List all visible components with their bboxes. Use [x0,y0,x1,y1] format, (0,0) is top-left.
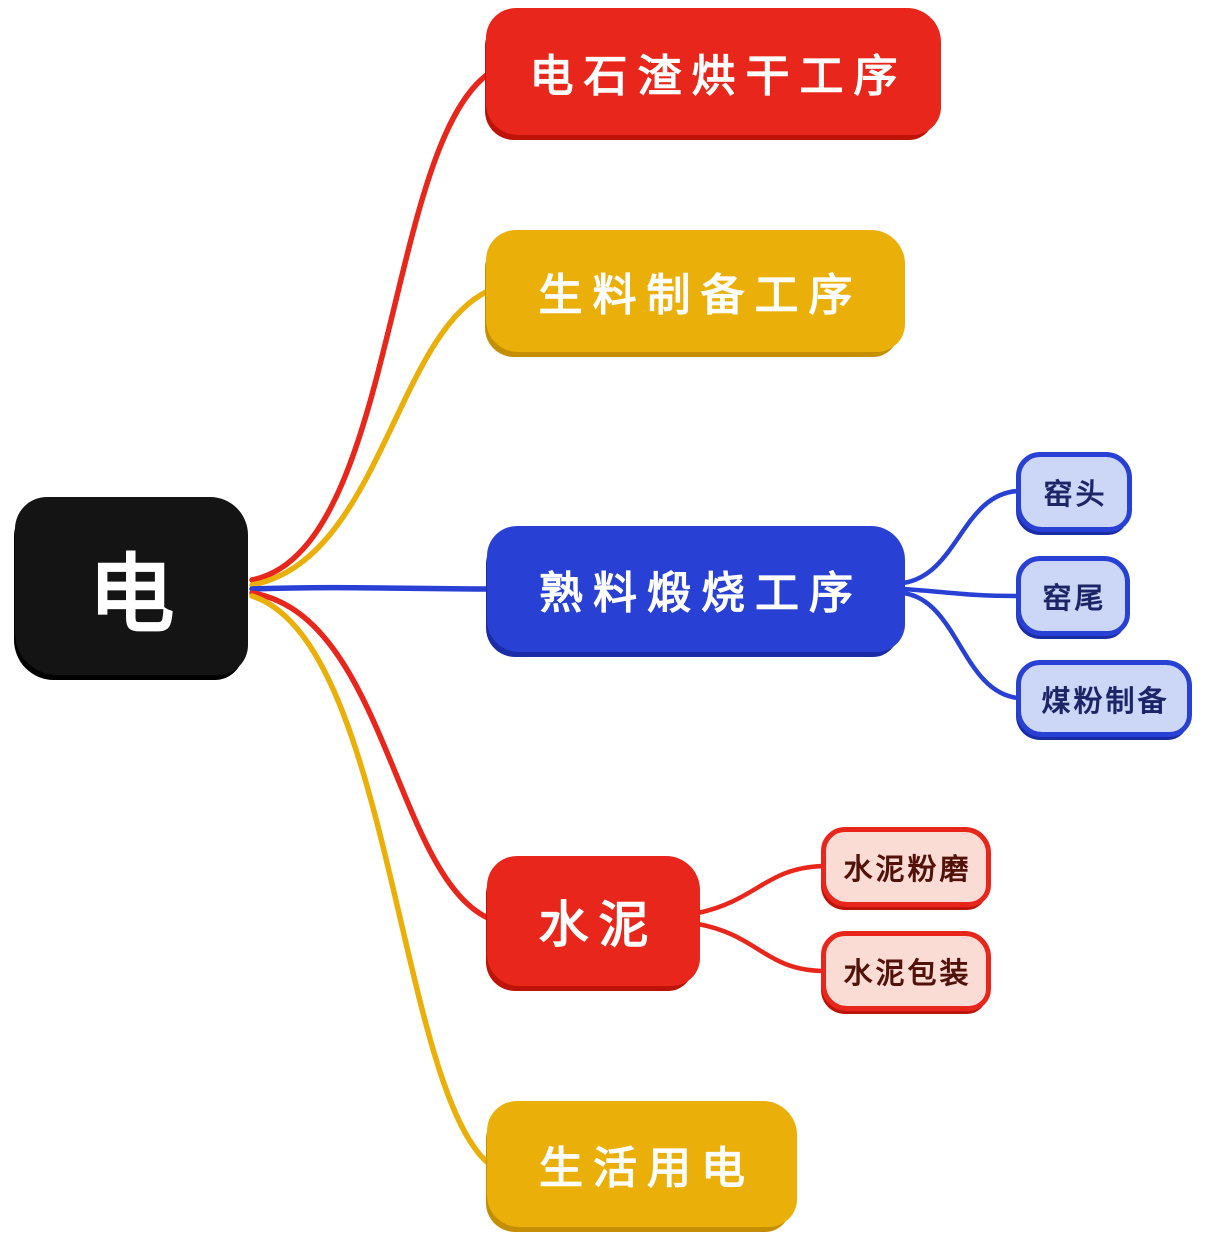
edge-calcination-to-coal-powder [900,590,1021,701]
root-node-label: 电 [88,546,175,643]
edge-cement-to-packing [695,921,826,974]
edge-root-to-raw-meal-preparation [249,288,491,588]
branch-cement[interactable]: 水泥 [487,856,700,986]
subnode-label: 水泥粉磨 [843,854,972,886]
edge-calcination-to-kiln-head [900,488,1021,586]
branch-label: 生活用电 [539,1144,755,1193]
subnode-kiln-tail[interactable]: 窑尾 [1016,556,1130,636]
subnode-coal-powder-preparation[interactable]: 煤粉制备 [1016,660,1192,737]
branch-label: 熟料煅烧工序 [539,569,863,618]
subnode-cement-grinding[interactable]: 水泥粉磨 [821,827,991,907]
branch-raw-meal-preparation[interactable]: 生料制备工序 [486,230,905,352]
branch-label: 电石渣烘干工序 [529,51,908,101]
branch-label: 生料制备工序 [538,271,863,320]
branch-domestic-electricity[interactable]: 生活用电 [487,1101,797,1227]
subnode-label: 窑尾 [1042,583,1107,615]
root-node-electricity[interactable]: 电 [15,497,248,675]
edge-root-to-domestic-electricity [249,593,491,1166]
branch-carbide-slag-drying[interactable]: 电石渣烘干工序 [486,8,941,135]
edge-calcination-to-kiln-tail [900,586,1021,599]
edge-root-to-carbide-slag-drying [249,71,491,583]
subnode-label: 窑头 [1043,479,1108,511]
branch-clinker-calcination[interactable]: 熟料煅烧工序 [487,526,905,652]
branch-label: 水泥 [538,897,659,953]
edge-root-to-clinker-calcination [249,584,491,592]
edge-root-to-cement [249,590,491,921]
subnode-label: 煤粉制备 [1041,685,1170,718]
edge-cement-to-grinding [695,863,826,916]
subnode-cement-packing[interactable]: 水泥包装 [821,931,991,1011]
subnode-label: 水泥包装 [843,958,972,990]
subnode-kiln-head[interactable]: 窑头 [1016,452,1132,532]
